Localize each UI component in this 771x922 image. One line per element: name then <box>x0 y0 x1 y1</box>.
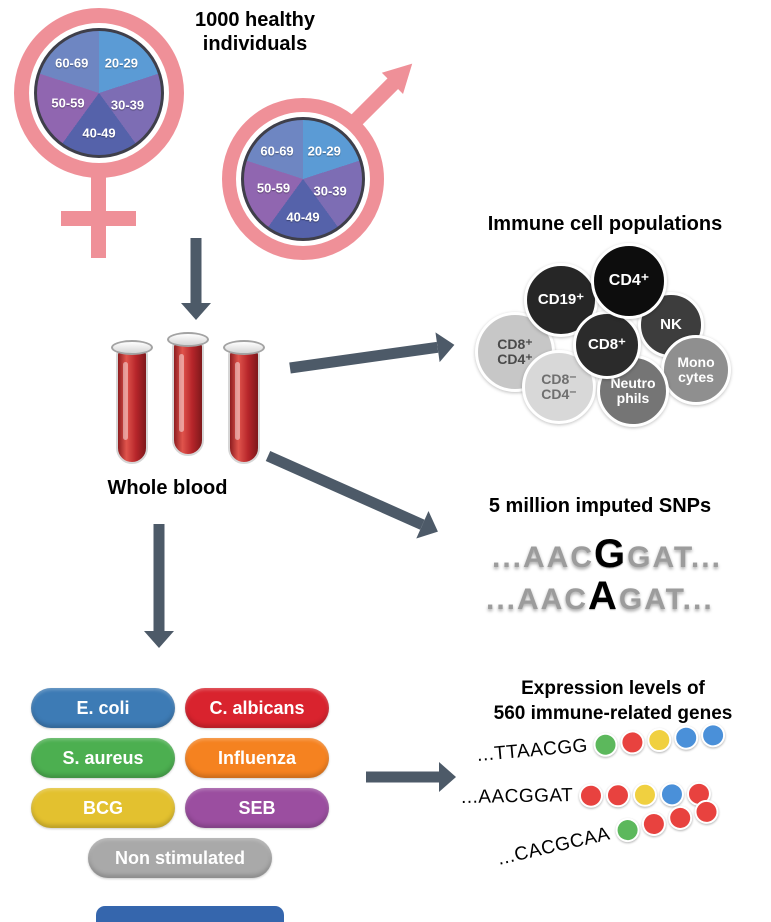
cropped-bottom-bar <box>96 906 284 922</box>
immune-cells-title: Immune cell populations <box>487 213 723 235</box>
age-group-label: 40-49 <box>82 125 116 141</box>
blood-tube <box>111 340 153 464</box>
expression-bead <box>619 729 646 756</box>
tube-body <box>228 350 260 464</box>
stimulus-influenza: Influenza <box>185 738 329 778</box>
tube-highlight <box>179 354 184 432</box>
arrow-shaft <box>265 450 425 530</box>
expression-bead <box>646 727 673 754</box>
age-group-label: 20-29 <box>307 143 341 159</box>
cell-cd4pos: CD4⁺ <box>591 243 667 319</box>
tube-highlight <box>235 362 240 440</box>
expression-bead <box>639 809 669 839</box>
cohort-title: 1000 healthy individuals <box>160 8 350 56</box>
cohort-title-line1: 1000 healthy <box>194 9 316 31</box>
blood-tubes <box>106 332 276 466</box>
stimulus-e-coli: E. coli <box>31 688 175 728</box>
tube-rim <box>111 340 153 355</box>
age-group-label: 20-29 <box>104 55 138 71</box>
stimulus-c-albicans: C. albicans <box>185 688 329 728</box>
blood-tube <box>167 332 209 456</box>
snp-variant-letter: A <box>588 574 619 618</box>
snp-suffix: GAT... <box>627 541 722 574</box>
arrow-shaft <box>289 341 439 374</box>
snp-sequence-2: ...AACAGAT... <box>486 574 714 619</box>
male-symbol-arrow <box>350 52 423 127</box>
age-group-label: 50-59 <box>51 95 85 111</box>
arrow-shaft <box>153 524 165 631</box>
cell-cd8pos: CD8⁺ <box>573 311 641 379</box>
expression-bead <box>613 815 642 845</box>
gene-sequence: ...TTAACGG <box>476 735 589 766</box>
age-group-label: 50-59 <box>256 180 291 196</box>
age-group-label: 30-39 <box>110 97 145 113</box>
expression-beads <box>592 722 727 758</box>
expression-title: Expression levels of 560 immune-related … <box>455 676 771 726</box>
snp-prefix: ...AAC <box>492 541 594 574</box>
male-arrow-shaft <box>350 77 400 126</box>
expression-bead <box>660 782 685 807</box>
female-age-pie-chart: 20-29 30-39 40-49 50-59 60-69 <box>34 28 164 158</box>
expression-bead <box>606 783 631 808</box>
expression-title-line1: Expression levels of <box>521 678 705 699</box>
snp-sequence-1: ...AACGGAT... <box>492 532 722 577</box>
male-age-pie-chart: 20-29 30-39 40-49 50-59 60-69 <box>241 117 365 241</box>
expression-bead <box>673 724 700 751</box>
snp-suffix: GAT... <box>618 583 714 616</box>
age-group-label: 30-39 <box>313 183 347 199</box>
age-group-label: 40-49 <box>286 209 320 225</box>
snp-prefix: ...AAC <box>486 583 588 616</box>
snps-title: 5 million imputed SNPs <box>488 495 712 517</box>
whole-blood-label: Whole blood <box>107 477 228 499</box>
female-symbol: 20-29 30-39 40-49 50-59 60-69 <box>14 8 184 178</box>
arrow-cohort-to-blood <box>180 238 212 320</box>
tube-rim <box>223 340 265 355</box>
tube-highlight <box>123 362 128 440</box>
expression-bead <box>592 731 619 758</box>
arrow-head <box>439 762 456 792</box>
gene-sequence: ...AACGGAT <box>460 785 574 808</box>
cell-monocytes: Mono cytes <box>661 335 731 405</box>
stimulus-seb: SEB <box>185 788 329 828</box>
tube-rim <box>167 332 209 347</box>
expression-row: ...TTAACGG <box>476 722 727 768</box>
tube-body <box>116 350 148 464</box>
arrow-head <box>416 511 445 546</box>
age-group-label: 60-69 <box>55 55 89 71</box>
arrow-head <box>144 631 174 648</box>
blood-tube <box>223 340 265 464</box>
female-symbol-crossbar <box>61 211 136 226</box>
arrow-shaft <box>366 771 439 783</box>
stimulus-bcg: BCG <box>31 788 175 828</box>
expression-bead <box>691 797 721 827</box>
stimulus-s-aureus: S. aureus <box>31 738 175 778</box>
arrow-blood-to-stimuli <box>143 524 175 648</box>
arrow-head <box>435 330 457 363</box>
tube-body <box>172 342 204 456</box>
cohort-title-line2: individuals <box>202 33 308 55</box>
expression-bead <box>579 783 604 808</box>
arrow-stimuli-to-expression <box>366 761 456 793</box>
stimulus-non-stimulated: Non stimulated <box>88 838 272 878</box>
arrow-shaft <box>190 238 202 303</box>
expression-row: ...AACGGAT <box>460 781 712 810</box>
expression-bead <box>665 803 695 833</box>
age-group-label: 60-69 <box>260 143 294 159</box>
male-symbol: 20-29 30-39 40-49 50-59 60-69 <box>222 98 384 260</box>
expression-bead <box>700 722 727 749</box>
arrow-blood-to-snps <box>261 441 445 546</box>
expression-bead <box>633 782 658 807</box>
arrow-head <box>181 303 211 320</box>
arrow-blood-to-cells <box>288 329 457 384</box>
snp-variant-letter: G <box>594 532 628 576</box>
gene-sequence: ...CACGCAA <box>495 823 613 870</box>
expression-title-line2: 560 immune-related genes <box>493 703 733 724</box>
